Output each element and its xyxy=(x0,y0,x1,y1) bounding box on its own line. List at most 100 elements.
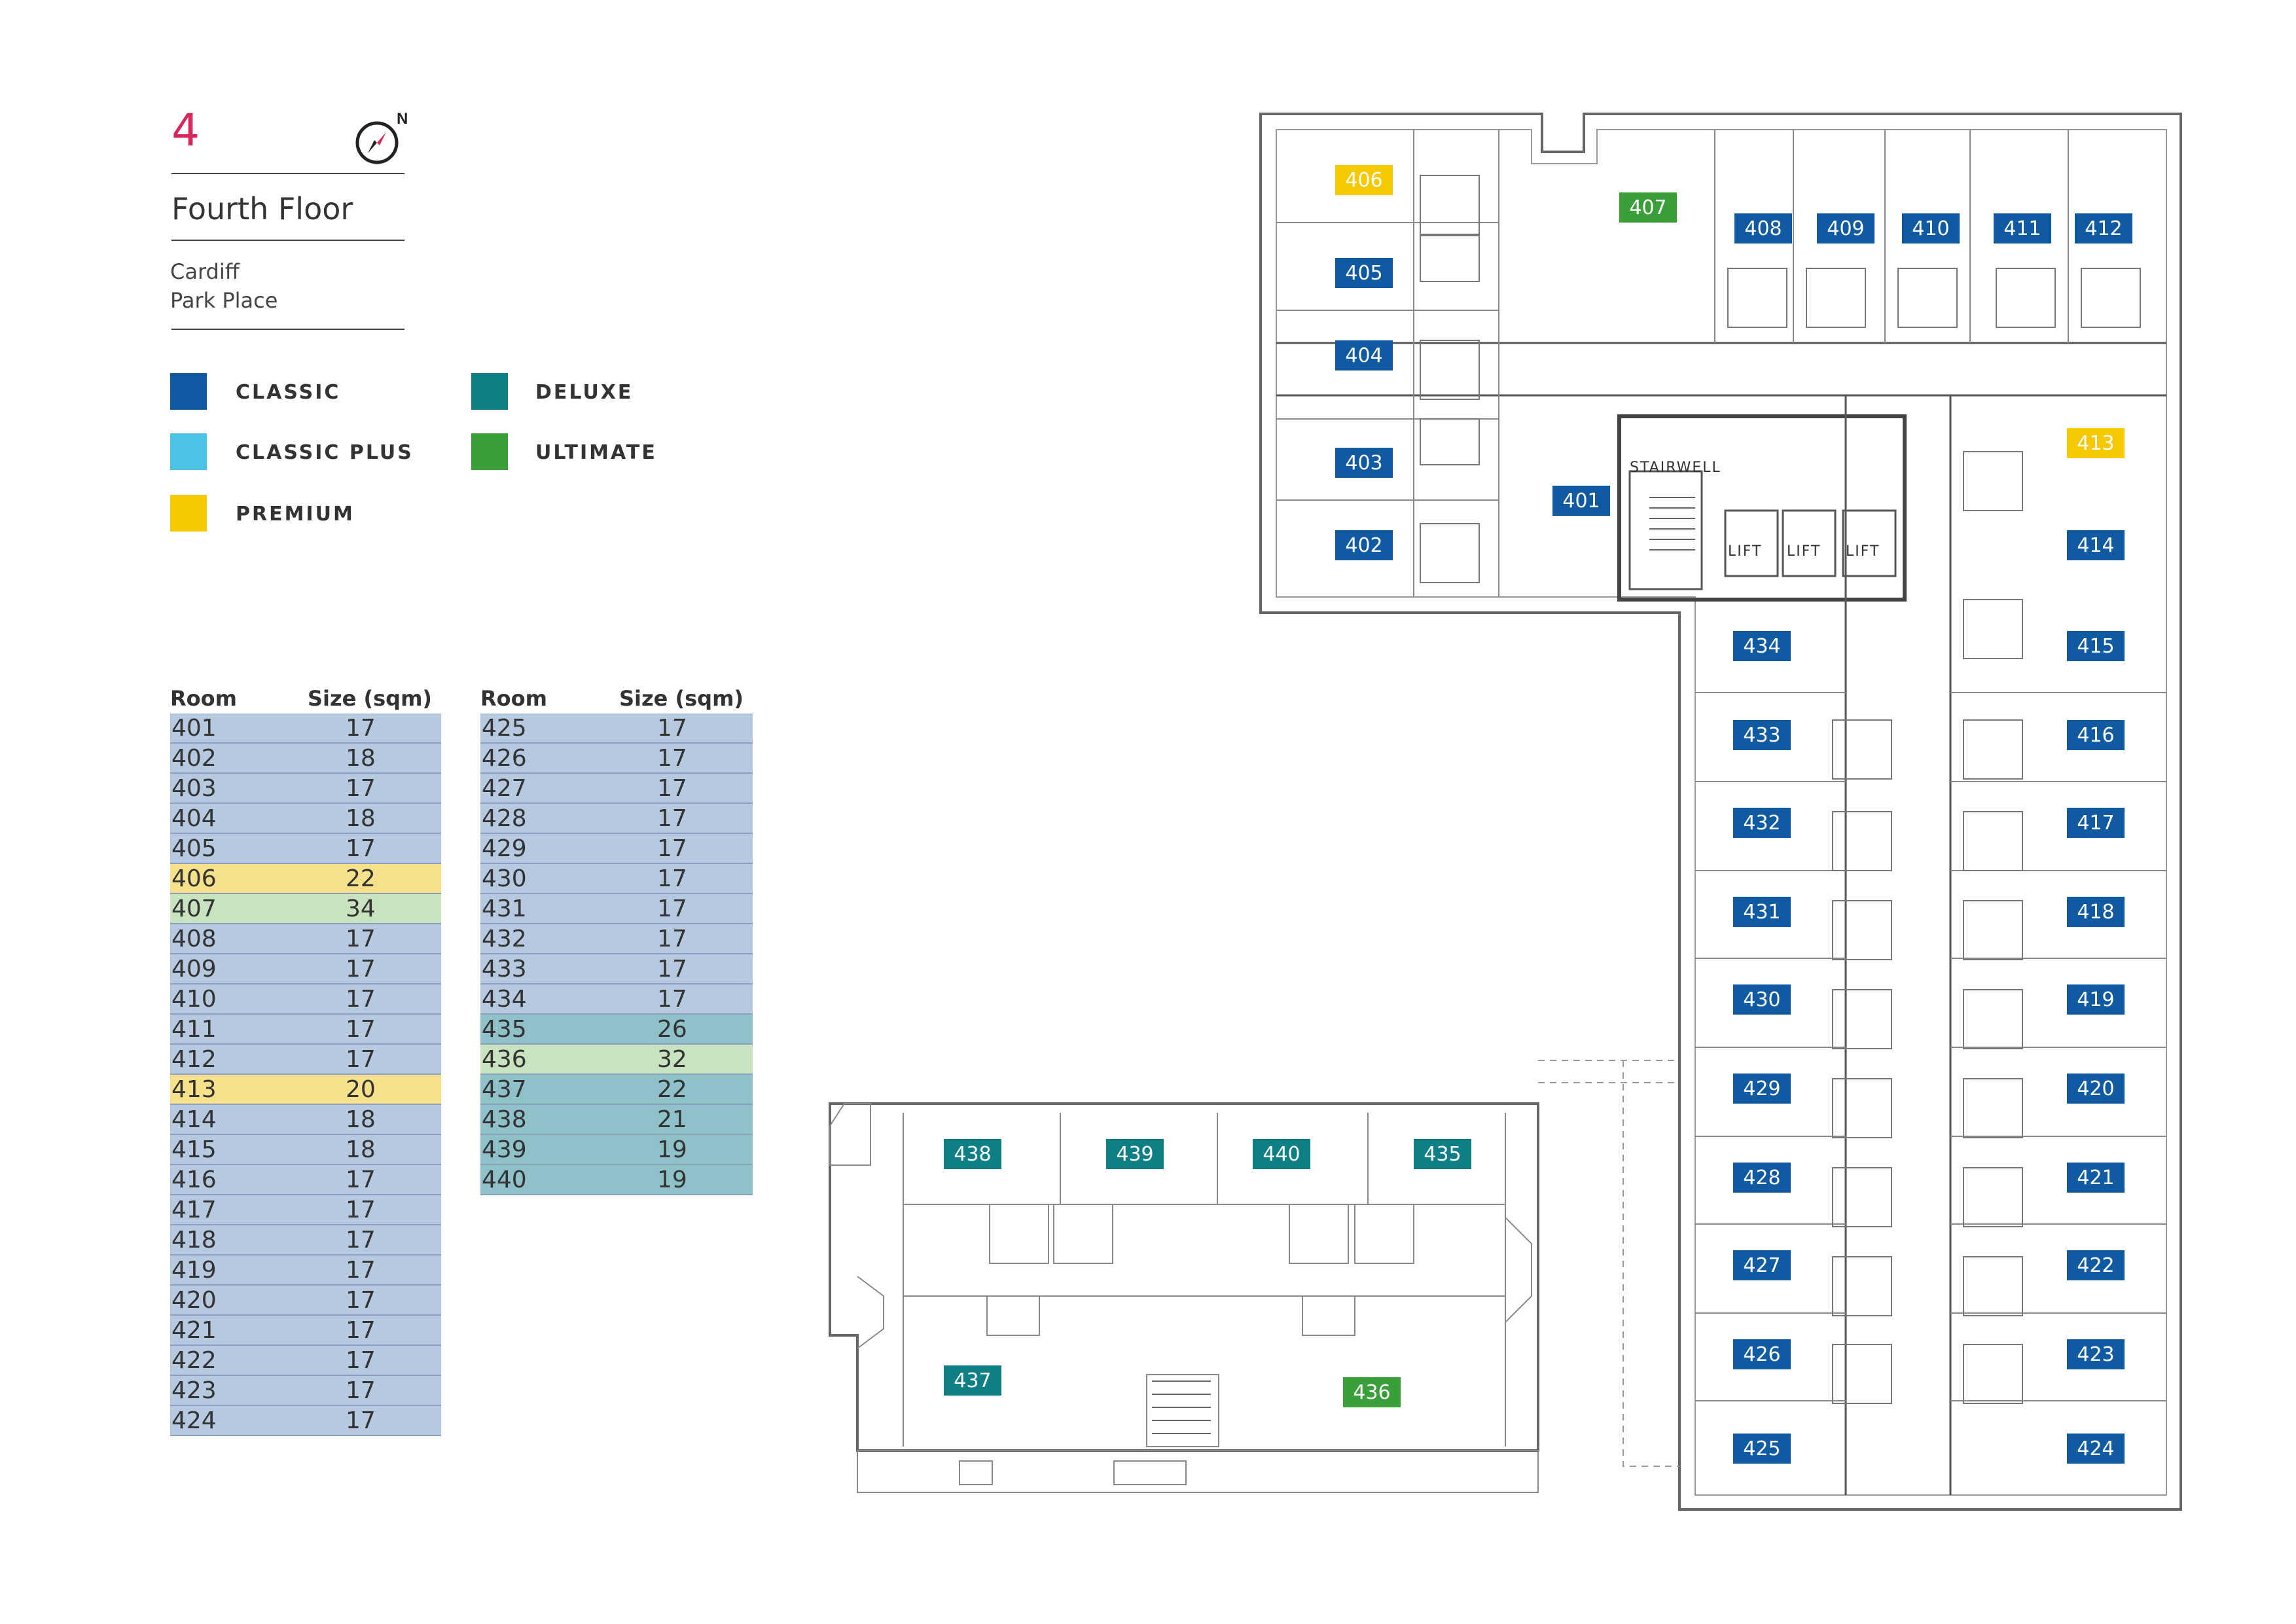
room-tag-412: 412 xyxy=(2075,213,2132,244)
room-tag-419: 419 xyxy=(2067,984,2125,1015)
room-number: 434 xyxy=(482,986,527,1013)
room-size: 17 xyxy=(346,1016,376,1043)
header-size: Size (sqm) xyxy=(308,686,433,711)
room-number: 436 xyxy=(482,1046,527,1073)
room-number: 422 xyxy=(171,1347,217,1374)
room-size: 17 xyxy=(346,1197,376,1223)
room-tag-425: 425 xyxy=(1733,1434,1791,1464)
room-number: 411 xyxy=(171,1016,217,1043)
room-size: 17 xyxy=(657,745,687,772)
floor-title: Fourth Floor xyxy=(171,191,353,226)
room-size: 17 xyxy=(346,1227,376,1254)
legend-label-deluxe: DELUXE xyxy=(535,381,634,404)
north-wing-outline xyxy=(1259,113,2182,1511)
room-size: 17 xyxy=(657,715,687,742)
room-number: 417 xyxy=(171,1197,217,1223)
room-tag-432: 432 xyxy=(1733,808,1791,838)
room-tag-408: 408 xyxy=(1734,213,1792,244)
room-number: 426 xyxy=(482,745,527,772)
room-number: 419 xyxy=(171,1257,217,1284)
room-number: 425 xyxy=(482,715,527,742)
legend-swatch-classic-plus xyxy=(170,433,207,470)
south-block-outline xyxy=(829,1102,1539,1493)
room-size: 17 xyxy=(657,775,687,802)
legend-swatch-premium xyxy=(170,495,207,532)
room-number: 427 xyxy=(482,775,527,802)
header-rule-3 xyxy=(171,329,404,330)
bathroom-pods xyxy=(1420,175,2141,1404)
room-size: 17 xyxy=(346,715,376,742)
room-size: 32 xyxy=(657,1046,687,1073)
room-size: 17 xyxy=(346,1166,376,1193)
room-tag-410: 410 xyxy=(1902,213,1960,244)
room-number: 402 xyxy=(171,745,217,772)
room-number: 432 xyxy=(482,926,527,952)
room-tag-404: 404 xyxy=(1335,340,1393,370)
header-room: Room xyxy=(170,686,237,711)
room-tag-409: 409 xyxy=(1817,213,1874,244)
room-number: 406 xyxy=(171,865,217,892)
room-size: 17 xyxy=(657,926,687,952)
room-size: 22 xyxy=(657,1076,687,1103)
header-rule-1 xyxy=(171,173,404,174)
room-tag-420: 420 xyxy=(2067,1074,2125,1104)
room-size: 26 xyxy=(657,1016,687,1043)
room-size: 17 xyxy=(346,1257,376,1284)
wing-room-walls xyxy=(1695,692,2166,1401)
room-tag-437: 437 xyxy=(944,1365,1001,1396)
south-stair-treads xyxy=(1152,1380,1211,1434)
room-size: 17 xyxy=(346,926,376,952)
room-size: 17 xyxy=(657,956,687,983)
floor-number: 4 xyxy=(171,105,200,156)
table-row: 432 17 xyxy=(480,924,753,954)
lift-label-1: LIFT xyxy=(1728,543,1763,560)
room-number: 429 xyxy=(482,835,527,862)
room-size: 17 xyxy=(657,805,687,832)
room-tag-438: 438 xyxy=(944,1139,1001,1169)
room-number: 418 xyxy=(171,1227,217,1254)
room-size: 20 xyxy=(346,1076,376,1103)
room-size: 18 xyxy=(346,805,376,832)
room-tag-416: 416 xyxy=(2067,720,2125,750)
room-number: 439 xyxy=(482,1136,527,1163)
room-tag-417: 417 xyxy=(2067,808,2125,838)
table-row: 411 17 xyxy=(170,1015,441,1045)
room-size: 21 xyxy=(657,1106,687,1133)
table-row: 419 17 xyxy=(170,1255,441,1286)
room-tag-439: 439 xyxy=(1106,1139,1164,1169)
legend-label-ultimate: ULTIMATE xyxy=(535,441,657,464)
header-size: Size (sqm) xyxy=(619,686,744,711)
room-tag-421: 421 xyxy=(2067,1163,2125,1193)
table-row: 426 17 xyxy=(480,744,753,774)
room-number: 421 xyxy=(171,1317,217,1344)
room-tag-436: 436 xyxy=(1343,1377,1401,1407)
room-number: 424 xyxy=(171,1407,217,1434)
room-tag-418: 418 xyxy=(2067,897,2125,927)
legend-swatch-ultimate xyxy=(471,433,508,470)
